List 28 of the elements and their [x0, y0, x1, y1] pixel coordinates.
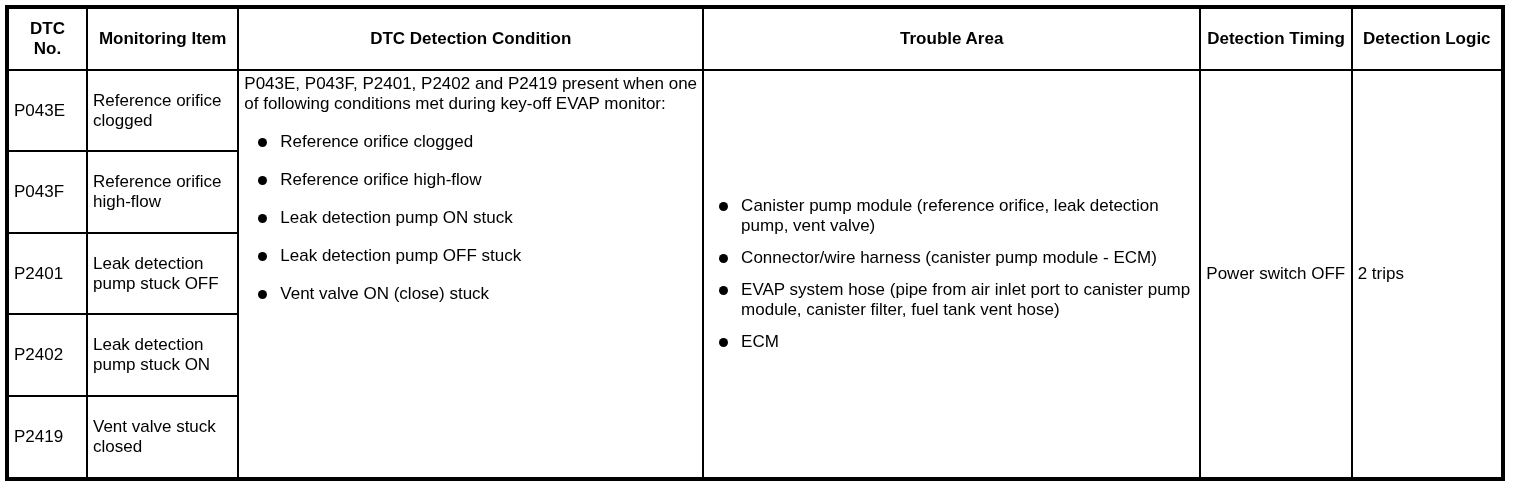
dtc-code: P2402	[14, 344, 65, 365]
monitoring-item-text: Leak detection pump stuck ON	[93, 334, 212, 375]
dtc-code: P043F	[14, 182, 66, 203]
bullet-item: Leak detection pump ON stuck	[244, 208, 698, 228]
bullet-item: Connector/wire harness (canister pump module - ECM)	[709, 248, 1195, 268]
bullet-item: Reference orifice high-flow	[244, 170, 698, 190]
column-header: Monitoring Item	[97, 29, 228, 49]
monitoring-item-text: Reference orifice high-flow	[93, 172, 223, 213]
timing-text: Power switch OFF	[1206, 264, 1346, 284]
column-header: Trouble Area	[899, 29, 1005, 49]
monitoring-item-text: Reference orifice clogged	[93, 90, 223, 131]
bullet-item: Reference orifice clogged	[244, 132, 698, 152]
column-header: Detection Timing	[1206, 29, 1346, 49]
monitoring-item-text: Vent valve stuck closed	[93, 416, 217, 457]
logic-text: 2 trips	[1357, 264, 1405, 284]
column-header: DTC Detection Condition	[369, 29, 573, 49]
column-header: DTC No.	[29, 19, 66, 59]
bullet-item: ECM	[709, 332, 1195, 352]
column-header: Detection Logic	[1362, 29, 1492, 49]
bullet-item: Leak detection pump OFF stuck	[244, 246, 698, 266]
bullet-item: Canister pump module (reference orifice, leak detection pump, vent valve)	[709, 196, 1195, 236]
bullet-item: EVAP system hose (pipe from air inlet port to canister pump module, canister filter, fuel tank vent hose)	[709, 280, 1195, 320]
dtc-code: P043E	[14, 100, 67, 121]
dtc-code: P2401	[14, 263, 65, 284]
monitoring-item-text: Leak detection pump stuck OFF	[93, 253, 220, 294]
condition-text: P043E, P043F, P2401, P2402 and P2419 present when one of following conditions met during key-off EVAP monitor:	[244, 74, 698, 114]
dtc-code: P2419	[14, 426, 65, 447]
bullet-item: Vent valve ON (close) stuck	[244, 284, 698, 304]
